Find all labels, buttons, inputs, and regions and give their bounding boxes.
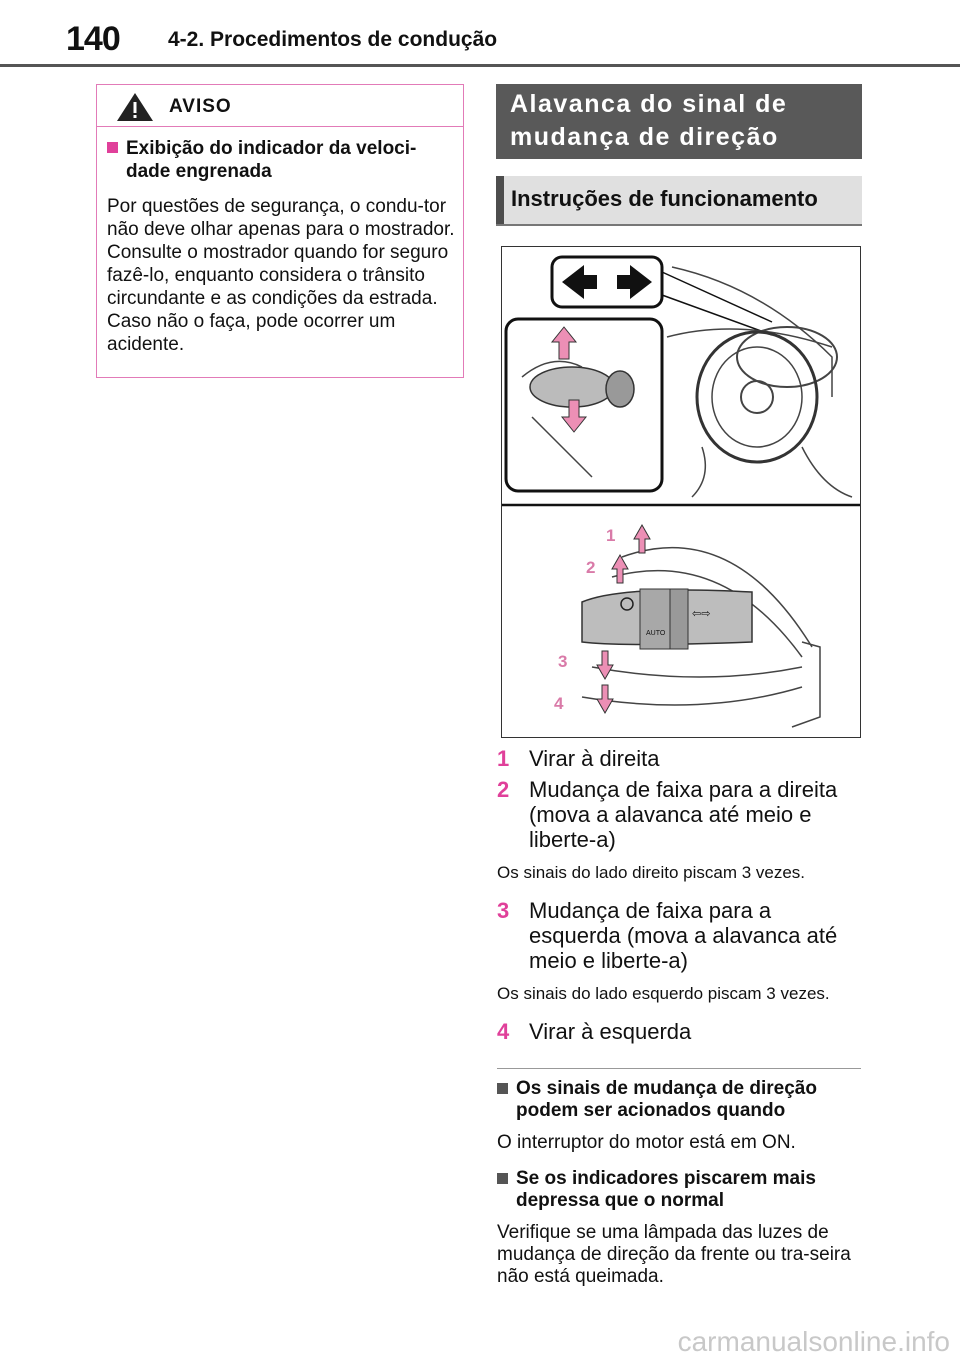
conditions-section: Os sinais de mudança de direção podem se… [497, 1078, 867, 1302]
condition-text: O interruptor do motor está em ON. [497, 1132, 796, 1153]
bullet-square-icon [107, 142, 118, 153]
warning-text: Por questões de segurança, o condu-tor n… [107, 196, 455, 355]
item-text: Mudança de faixa para a direita (mova a … [529, 777, 838, 852]
sub-banner-accent [496, 176, 504, 224]
item-text: Mudança de faixa para a esquerda (mova a… [529, 898, 838, 973]
steering-wheel [695, 330, 819, 464]
switch-auto-label: AUTO [646, 630, 666, 637]
warning-body: Exibição do indicador da veloci-dade eng… [97, 127, 463, 356]
right-arrow-icon [617, 265, 652, 299]
condition-heading: Os sinais de mudança de direção podem se… [497, 1078, 867, 1122]
warning-label: AVISO [169, 96, 232, 117]
section-divider [497, 1068, 861, 1069]
list-item: 3 Mudança de faixa para a esquerda (mova… [497, 898, 867, 973]
item-text: Virar à direita [529, 746, 660, 771]
item-note: Os sinais do lado direito piscam 3 vezes… [497, 863, 806, 882]
warning-triangle-icon [117, 93, 153, 121]
warning-subheading-text: Exibição do indicador da veloci-dade eng… [126, 138, 417, 182]
section-banner: Alavanca do sinal de mudança de direção [496, 84, 862, 159]
turn-signal-figure: AUTO ⇦⇨ 1 2 3 4 [501, 246, 861, 738]
watermark: carmanualsonline.info [677, 1326, 950, 1357]
turn-signal-illustration: AUTO ⇦⇨ 1 2 3 4 [502, 255, 860, 728]
list-item: 1 Virar à direita [497, 746, 867, 771]
callout-4: 4 [554, 694, 564, 713]
condition-text: Verifique se uma lâmpada das luzes de mu… [497, 1222, 851, 1287]
signal-symbol-icon: ⇦⇨ [692, 607, 710, 620]
bullet-square-icon [497, 1083, 508, 1094]
operation-list: 1 Virar à direita 2 Mudança de faixa par… [497, 746, 867, 1050]
section-banner-text: Alavanca do sinal de mudança de direção [510, 90, 788, 151]
bullet-square-icon [497, 1173, 508, 1184]
callout-1: 1 [606, 526, 615, 545]
down-arrow-icon [560, 399, 588, 433]
warning-box: AVISO Exibição do indicador da veloci-da… [96, 84, 464, 378]
item-note: Os sinais do lado esquerdo piscam 3 veze… [497, 984, 830, 1003]
list-item: 2 Mudança de faixa para a direita (mova … [497, 777, 867, 852]
left-arrow-icon [562, 265, 597, 299]
light-icon [620, 597, 634, 611]
item-number: 2 [497, 777, 510, 802]
sub-banner: Instruções de funcionamento [496, 176, 862, 226]
item-text: Virar à esquerda [529, 1019, 692, 1044]
section-title: 4-2. Procedimentos de condução [168, 28, 498, 51]
condition-heading-text: Os sinais de mudança de direção podem se… [516, 1078, 817, 1121]
callout-2: 2 [586, 558, 595, 577]
item-number: 4 [497, 1019, 510, 1044]
header-divider [0, 64, 960, 67]
up-arrow-icon [550, 326, 578, 360]
sub-banner-text: Instruções de funcionamento [511, 186, 818, 211]
page-number: 140 [66, 20, 121, 58]
condition-heading: Se os indicadores piscarem mais depressa… [497, 1168, 867, 1212]
warning-subheading: Exibição do indicador da veloci-dade eng… [107, 137, 453, 183]
item-number: 1 [497, 746, 510, 771]
page-header: 140 4-2. Procedimentos de condução [0, 0, 960, 68]
callout-3: 3 [558, 652, 567, 671]
condition-heading-text: Se os indicadores piscarem mais depressa… [516, 1168, 816, 1211]
warning-header: AVISO [97, 85, 463, 127]
list-item: 4 Virar à esquerda [497, 1019, 867, 1044]
item-number: 3 [497, 898, 510, 923]
